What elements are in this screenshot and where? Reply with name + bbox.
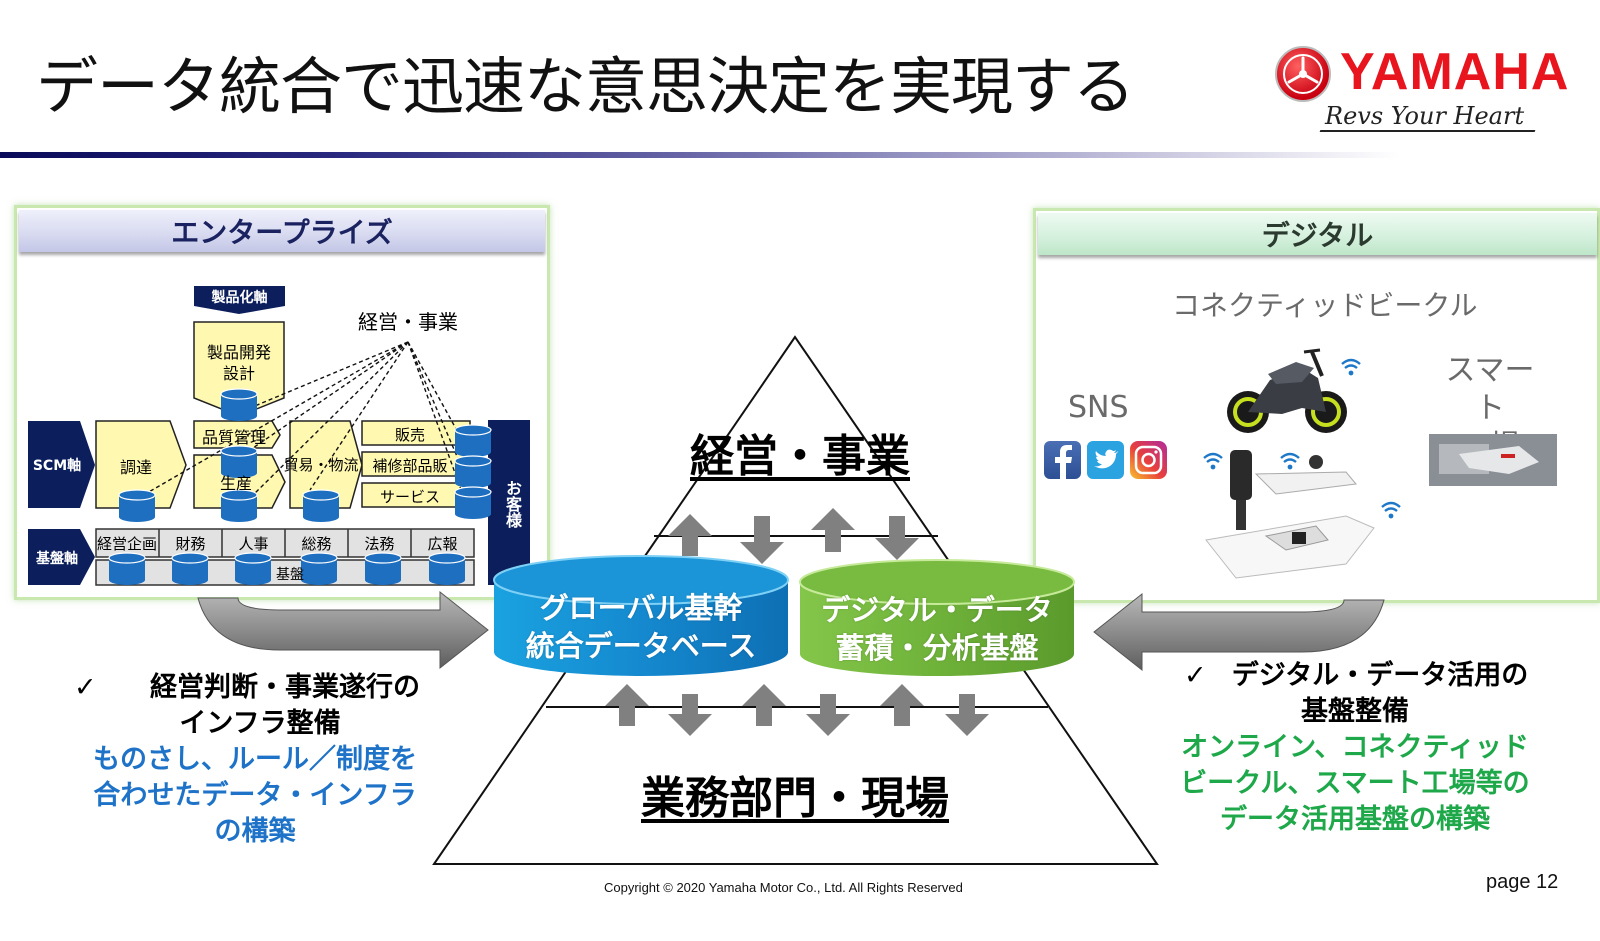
yamaha-logo: YAMAHA Revs Your Heart bbox=[1275, 42, 1568, 142]
parts-sales-label: 補修部品販 bbox=[372, 457, 448, 475]
tuning-fork-emblem-icon bbox=[1275, 46, 1331, 102]
foundation-item: 総務 bbox=[301, 535, 332, 553]
service-label: サービス bbox=[379, 488, 440, 506]
down-arrow-icon bbox=[945, 694, 989, 736]
brand-tagline: Revs Your Heart bbox=[1325, 102, 1525, 130]
quality-label: 品質管理 bbox=[201, 428, 266, 447]
upper-arrows bbox=[668, 508, 919, 564]
digital-database-line1: デジタル・データ bbox=[821, 593, 1053, 627]
foundation-item: 財務 bbox=[175, 535, 206, 553]
digital-panel-header: デジタル bbox=[1038, 213, 1597, 255]
checkmark-icon: ✓ bbox=[1184, 660, 1207, 691]
up-arrow-icon bbox=[742, 684, 786, 726]
customer-label: お客様 bbox=[503, 480, 522, 528]
down-arrow-icon bbox=[806, 694, 850, 736]
wifi-icon bbox=[1381, 501, 1401, 519]
left-bullet-detail-line3: の構築 bbox=[214, 816, 296, 847]
wifi-icon bbox=[1280, 452, 1300, 470]
up-arrow-icon bbox=[605, 684, 649, 726]
product-axis-label: 製品化軸 bbox=[211, 290, 268, 306]
brand-name: YAMAHA bbox=[1340, 43, 1570, 101]
up-arrow-icon bbox=[811, 508, 855, 552]
global-database-cylinder bbox=[493, 555, 789, 676]
product-dev-label: 製品開発 設計 bbox=[206, 343, 271, 383]
global-database-line2: 統合データベース bbox=[525, 629, 757, 663]
foundation-item: 人事 bbox=[238, 535, 269, 553]
left-bullet-heading-line1: 経営判断・事業遂行の bbox=[150, 672, 420, 703]
sns-label: SNS bbox=[1068, 390, 1129, 425]
right-bullet-detail-line2: ビークル、スマート工場等の bbox=[1180, 768, 1530, 799]
page-number: page 12 bbox=[1486, 871, 1559, 893]
global-database-label: グローバル基幹 統合データベース bbox=[494, 590, 788, 670]
wifi-icon bbox=[1203, 452, 1223, 470]
right-bullet-detail-line1: オンライン、コネクティッド bbox=[1181, 732, 1529, 763]
global-database-line1: グローバル基幹 bbox=[539, 591, 743, 625]
foundation-axis-label: 基盤軸 bbox=[36, 551, 78, 567]
up-arrow-icon bbox=[880, 684, 924, 726]
instagram-icon[interactable] bbox=[1130, 441, 1167, 479]
right-bullet: ✓ デジタル・データ活用の 基盤整備 オンライン、コネクティッド ビークル、スマ… bbox=[1170, 658, 1540, 838]
foundation-item: 広報 bbox=[427, 535, 458, 553]
left-bullet-heading-line2: インフラ整備 bbox=[179, 708, 341, 739]
slide-title: データ統合で迅速な意思決定を実現する bbox=[36, 50, 1135, 123]
right-bullet-detail-line3: データ活用基盤の構築 bbox=[1220, 804, 1490, 835]
trade-logistics-label: 貿易・物流 bbox=[283, 456, 359, 474]
digital-database-label: デジタル・データ 蓄積・分析基盤 bbox=[800, 592, 1074, 672]
database-cylinders bbox=[493, 555, 1075, 676]
down-arrow-icon bbox=[740, 516, 784, 564]
management-label: 経営・事業 bbox=[358, 310, 458, 334]
foundation-item: 法務 bbox=[364, 535, 395, 553]
foundation-base-label: 基盤 bbox=[276, 567, 304, 583]
pyramid-top-label: 経営・事業 bbox=[690, 431, 910, 482]
enterprise-panel-header: エンタープライズ bbox=[19, 210, 545, 252]
connected-vehicle-label: コネクティッドビークル bbox=[1172, 289, 1478, 322]
left-bullet-detail-line1: ものさし、ルール／制度を bbox=[93, 744, 417, 775]
copyright-text: Copyright © 2020 Yamaha Motor Co., Ltd. … bbox=[604, 880, 963, 895]
down-arrow-icon bbox=[668, 694, 712, 736]
facebook-icon[interactable] bbox=[1044, 441, 1081, 479]
marine-products-image bbox=[1205, 450, 1375, 579]
right-bullet-heading-line1: デジタル・データ活用の bbox=[1231, 660, 1529, 691]
sales-label: 販売 bbox=[394, 426, 425, 444]
motorcycle-image bbox=[1227, 348, 1347, 433]
down-arrow-icon bbox=[875, 516, 919, 560]
left-bullet: ✓ 経営判断・事業遂行の インフラ整備 ものさし、ルール／制度を 合わせたデータ… bbox=[60, 670, 460, 850]
up-arrow-icon bbox=[668, 514, 712, 556]
twitter-icon[interactable] bbox=[1087, 441, 1124, 479]
left-bullet-detail-line2: 合わせたデータ・インフラ bbox=[93, 780, 417, 811]
foundation-item: 経営企画 bbox=[96, 535, 157, 553]
right-bullet-heading-line2: 基盤整備 bbox=[1301, 696, 1409, 727]
smart-factory-image bbox=[1429, 434, 1557, 486]
wifi-icon bbox=[1341, 358, 1361, 376]
production-label: 生産 bbox=[219, 474, 252, 493]
lower-arrows bbox=[605, 684, 989, 736]
procurement-label: 調達 bbox=[119, 458, 152, 477]
pyramid-bottom-label: 業務部門・現場 bbox=[641, 773, 949, 824]
digital-database-cylinder bbox=[799, 559, 1075, 676]
digital-database-line2: 蓄積・分析基盤 bbox=[835, 631, 1039, 665]
scm-axis-label: SCM軸 bbox=[32, 458, 82, 474]
checkmark-icon: ✓ bbox=[74, 672, 97, 703]
title-underline-divider bbox=[0, 152, 1400, 158]
